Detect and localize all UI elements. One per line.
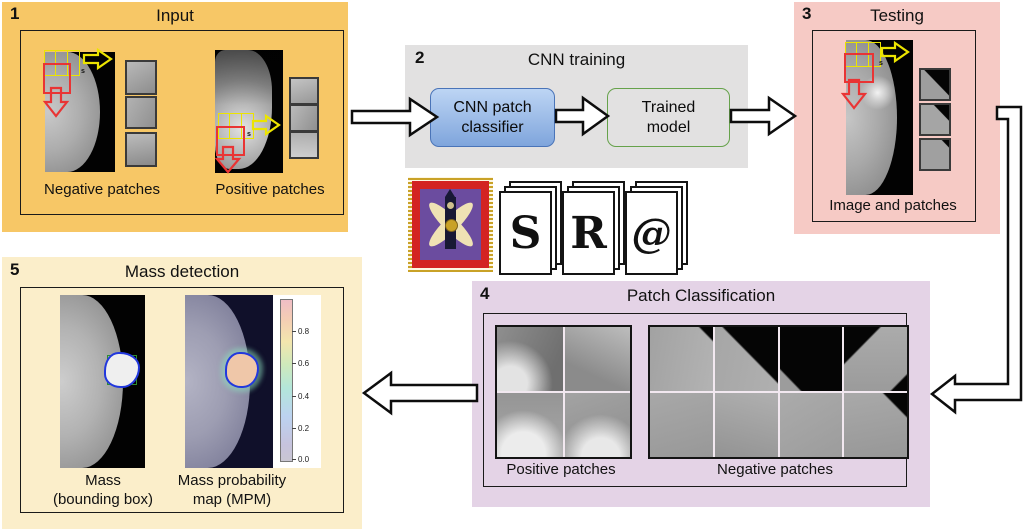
slide-down-arrow-red bbox=[840, 78, 868, 110]
mpm-mass-blob bbox=[225, 352, 259, 388]
testing-patch-thumb bbox=[919, 103, 951, 136]
patch-cell bbox=[714, 393, 778, 457]
sliding-window-red bbox=[216, 126, 245, 156]
patch-cell bbox=[564, 327, 630, 391]
logo-card-stack-at: @ bbox=[625, 181, 688, 275]
slide-down-arrow-red bbox=[214, 145, 242, 174]
arrow-input-to-training bbox=[350, 96, 440, 138]
arrow-model-to-testing bbox=[729, 95, 798, 137]
patch-cell bbox=[714, 327, 778, 391]
negative-patch-thumb bbox=[125, 60, 157, 95]
mpm-label-line: Mass probability bbox=[177, 472, 287, 489]
panel-input-number: 1 bbox=[10, 4, 20, 23]
colorbar-tick: 0.8 bbox=[298, 327, 310, 336]
node-label-line: model bbox=[646, 118, 691, 136]
testing-patch-thumb bbox=[919, 138, 951, 171]
arrow-classifier-to-model bbox=[554, 95, 611, 137]
emblem-medallion bbox=[445, 219, 458, 232]
slide-right-arrow-yellow bbox=[251, 113, 281, 137]
mass-bbox-mammogram bbox=[60, 295, 145, 468]
patch-cell bbox=[497, 327, 563, 391]
sliding-window-red bbox=[43, 63, 71, 94]
testing-patch-thumb bbox=[919, 68, 951, 101]
panel-cnn-training-title: CNN training bbox=[527, 50, 626, 69]
colorbar-tick: 0.4 bbox=[298, 392, 310, 401]
patch-cell bbox=[650, 393, 713, 457]
positive-patch-thumb bbox=[289, 77, 319, 105]
cnn-patch-classifier-node: CNN patch classifier bbox=[430, 88, 555, 147]
mass-bbox-label-line: Mass bbox=[85, 472, 121, 489]
arrow-classification-to-detection bbox=[361, 370, 479, 416]
conference-emblem bbox=[408, 177, 493, 272]
patch-cell bbox=[650, 327, 713, 391]
mass-contour bbox=[104, 352, 140, 388]
logo-card-stack-r: R bbox=[562, 181, 625, 275]
colorbar-tickmark bbox=[292, 331, 296, 332]
panel-cnn-training-number: 2 bbox=[415, 48, 425, 67]
patch-cell bbox=[844, 327, 907, 391]
colorbar bbox=[280, 299, 293, 462]
input-inner-frame bbox=[20, 30, 344, 215]
patch-cell bbox=[779, 327, 843, 391]
panel-testing-title: Testing bbox=[870, 6, 924, 25]
node-label-line: classifier bbox=[461, 118, 524, 136]
slide-down-arrow-red bbox=[42, 86, 70, 118]
slide-right-arrow-yellow bbox=[880, 40, 910, 64]
patch-cell bbox=[564, 393, 630, 457]
colorbar-tick: 0.2 bbox=[298, 424, 310, 433]
negative-patch-thumb bbox=[125, 96, 157, 129]
tissue-shade bbox=[215, 50, 283, 106]
patch-cell bbox=[497, 393, 563, 457]
slide-right-arrow-yellow bbox=[82, 47, 113, 71]
mpm-label-line: map (MPM) bbox=[192, 490, 272, 508]
node-label-line: Trained bbox=[641, 99, 696, 117]
mass-bbox-label: Mass (bounding box) bbox=[38, 472, 168, 510]
negative-patches-grid bbox=[648, 325, 909, 459]
panel-input-title: Input bbox=[156, 6, 194, 25]
panel-testing-number: 3 bbox=[802, 4, 812, 23]
colorbar-tick: 0.6 bbox=[298, 359, 310, 368]
stride-label: s bbox=[879, 60, 883, 67]
stride-label: s bbox=[247, 131, 251, 138]
mpm-label: Mass probability map (MPM) bbox=[163, 472, 301, 510]
mass-probability-map bbox=[185, 295, 273, 468]
logo-card-stack-s: S bbox=[499, 181, 562, 275]
breast-shape bbox=[846, 40, 897, 195]
node-label-line: CNN patch bbox=[453, 99, 532, 117]
panel-mass-detection-number: 5 bbox=[10, 260, 20, 279]
mass-detection-inner-frame bbox=[20, 287, 344, 513]
colorbar-tickmark bbox=[292, 363, 296, 364]
arrow-testing-to-classification bbox=[929, 105, 1023, 415]
mass-bbox-label-line: (bounding box) bbox=[52, 490, 154, 508]
trained-model-node: Trained model bbox=[607, 88, 730, 147]
colorbar-tickmark bbox=[292, 396, 296, 397]
stride-label: s bbox=[81, 68, 85, 75]
card-letter-s: S bbox=[499, 191, 552, 275]
negative-patch-thumb bbox=[125, 132, 157, 167]
testing-inner-frame bbox=[812, 30, 976, 222]
panel-mass-detection-title: Mass detection bbox=[124, 262, 240, 281]
patch-cell bbox=[844, 393, 907, 457]
positive-patches-label: Positive patches bbox=[215, 181, 325, 198]
negative-patches-grid-label: Negative patches bbox=[717, 461, 833, 478]
card-letter-r: R bbox=[562, 191, 615, 275]
panel-patch-classification-number: 4 bbox=[480, 284, 490, 303]
positive-patches-grid bbox=[495, 325, 632, 459]
image-and-patches-label: Image and patches bbox=[829, 197, 957, 214]
positive-mammogram bbox=[215, 50, 283, 173]
colorbar-tickmark bbox=[292, 459, 296, 460]
colorbar-tick: 0.0 bbox=[298, 455, 310, 464]
panel-patch-classification-title: Patch Classification bbox=[626, 286, 776, 305]
card-letter-at: @ bbox=[625, 191, 678, 275]
colorbar-tickmark bbox=[292, 428, 296, 429]
patch-cell bbox=[779, 393, 843, 457]
positive-patches-grid-label: Positive patches bbox=[506, 461, 616, 478]
positive-patch-thumb bbox=[289, 131, 319, 159]
negative-patches-label: Negative patches bbox=[44, 181, 160, 198]
